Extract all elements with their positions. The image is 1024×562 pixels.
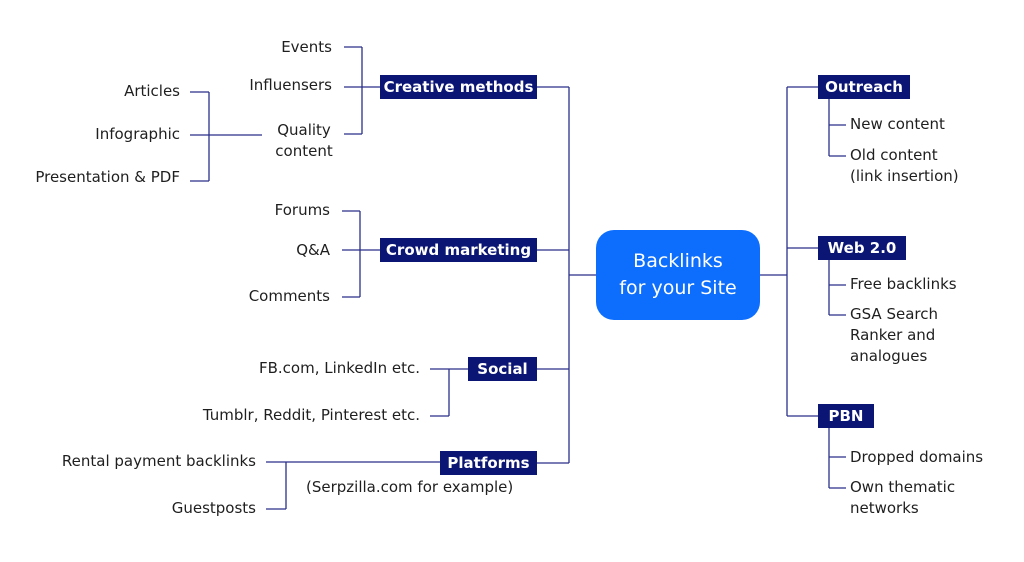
center-node: Backlinks for your Site [596,230,760,320]
leaf-fb-linkedin: FB.com, LinkedIn etc. [258,359,420,377]
node-outreach: Outreach [818,75,910,99]
node-crowd-marketing: Crowd marketing [380,238,537,262]
node-creative-methods: Creative methods [380,75,537,99]
node-web-2-0: Web 2.0 [818,236,906,260]
leaf-infographic: Infographic [95,125,180,143]
leaf-tumblr-reddit: Tumblr, Reddit, Pinterest etc. [202,406,420,424]
leaf-gsa-search-ranker: GSA Search Ranker and analogues [850,304,938,367]
platforms-note: (Serpzilla.com for example) [306,478,514,496]
leaf-guestposts: Guestposts [171,499,256,517]
leaf-rental-payment: Rental payment backlinks [61,452,256,470]
gsa-line3: analogues [850,347,928,365]
old-content-line1: Old content [850,146,938,164]
leaf-forums: Forums [274,201,330,219]
own-thematic-line1: Own thematic [850,478,956,496]
leaf-new-content: New content [850,115,945,133]
leaf-qa: Q&A [296,241,330,259]
leaf-dropped-domains: Dropped domains [850,448,984,466]
node-quality-content: Quality content [264,120,344,162]
node-pbn: PBN [818,404,874,428]
gsa-line2: Ranker and [850,326,936,344]
own-thematic-line2: networks [850,499,919,517]
quality-content-line1: Quality [277,121,331,139]
quality-content-line2: content [275,142,333,160]
node-platforms: Platforms [440,451,537,475]
leaf-old-content: Old content (link insertion) [850,145,959,187]
center-title-line1: Backlinks [633,250,723,272]
leaf-comments: Comments [248,287,330,305]
leaf-own-thematic-networks: Own thematic networks [850,477,955,519]
old-content-line2: (link insertion) [850,167,959,185]
center-title-line2: for your Site [619,277,737,299]
leaf-events: Events [281,38,332,56]
leaf-articles: Articles [124,82,180,100]
node-social: Social [468,357,537,381]
leaf-presentation-pdf: Presentation & PDF [35,168,180,186]
leaf-influensers: Influensers [249,76,332,94]
gsa-line1: GSA Search [850,305,938,323]
leaf-free-backlinks: Free backlinks [850,275,957,293]
